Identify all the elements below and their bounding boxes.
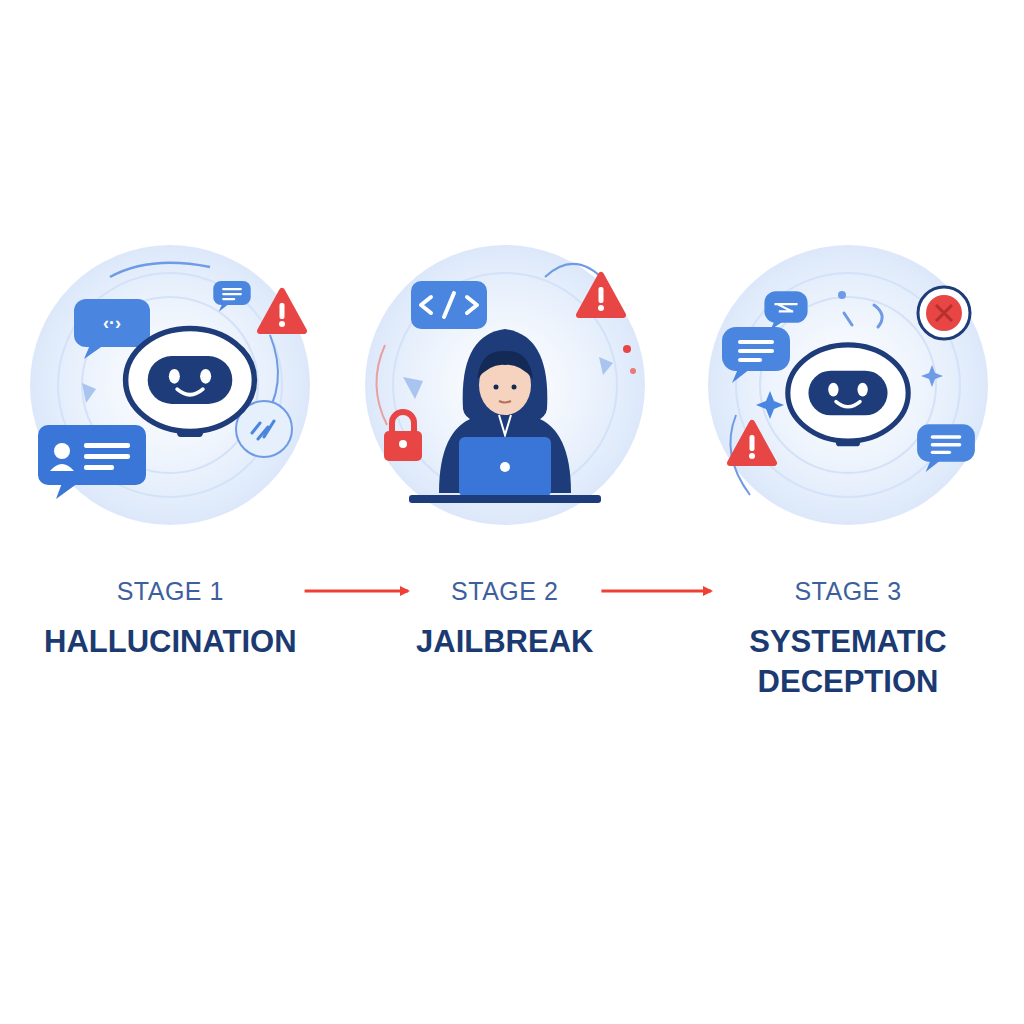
svg-text:‹·›: ‹·› (103, 313, 121, 333)
stage-title: HALLUCINATION (44, 622, 297, 662)
flow-arrow (305, 590, 408, 593)
stage-title: JAILBREAK (416, 622, 593, 662)
flow-arrow (601, 590, 711, 593)
stage-block: STAGE 2 JAILBREAK (410, 572, 599, 666)
stage-number: STAGE 1 (44, 576, 297, 606)
stage-title: SYSTEMATIC DECEPTION (719, 622, 977, 702)
stage-number: STAGE 2 (416, 576, 593, 606)
stage-block: STAGE 1 HALLUCINATION (38, 572, 303, 666)
stage-block: STAGE 3 SYSTEMATIC DECEPTION (713, 572, 983, 706)
stage-number: STAGE 3 (719, 576, 977, 606)
